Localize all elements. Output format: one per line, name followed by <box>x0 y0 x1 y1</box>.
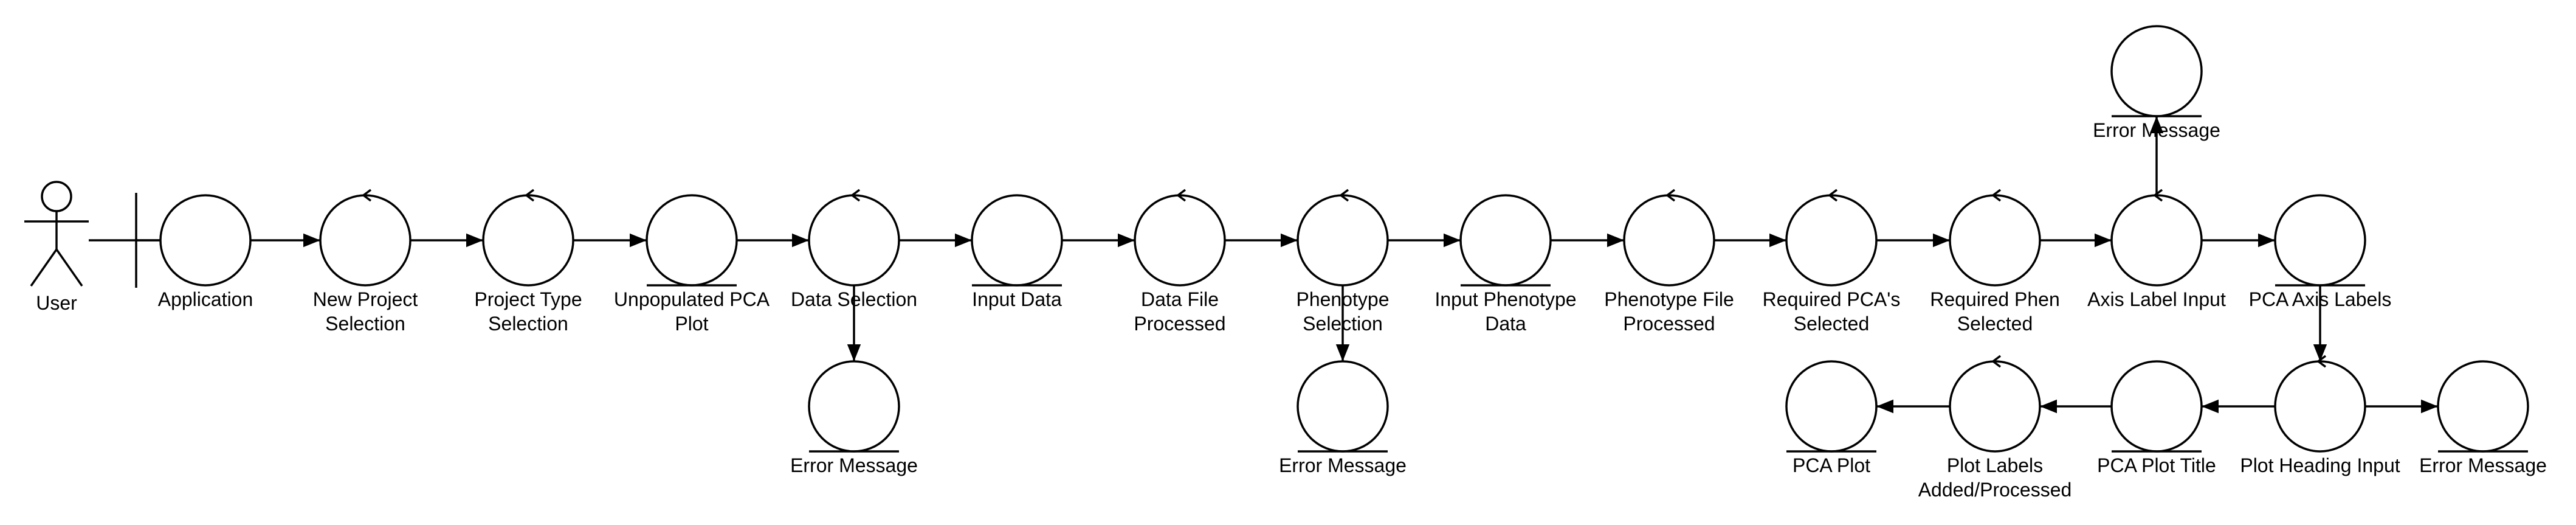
node-unpopulated-pca-plot: Unpopulated PCA Plot <box>614 194 770 335</box>
node-label: PCA Plot Title <box>2097 454 2216 476</box>
control-arrow-icon <box>1991 189 2002 202</box>
control-arrow-icon <box>1991 355 2002 368</box>
node-label: Data Selection <box>791 288 917 310</box>
node-label: Processed <box>1623 313 1715 335</box>
control-circle <box>1297 194 1389 287</box>
control-circle <box>319 194 412 287</box>
node-label: Required PCA's <box>1763 288 1901 310</box>
node-label: Plot <box>675 313 708 335</box>
node-label: Error Message <box>2093 119 2220 141</box>
node-error-message-1: Error Message <box>790 360 918 476</box>
node-label: Selection <box>1303 313 1383 335</box>
node-label: Axis Label Input <box>2087 288 2226 310</box>
node-label: Error Message <box>790 454 918 476</box>
entity-circle <box>1297 360 1389 453</box>
node-label: Plot Heading Input <box>2240 454 2400 476</box>
node-label: Selection <box>325 313 405 335</box>
entity-circle <box>646 194 738 287</box>
entity-circle <box>1785 360 1878 453</box>
node-label: PCA Axis Labels <box>2249 288 2392 310</box>
node-label: New Project <box>313 288 418 310</box>
control-arrow-icon <box>1828 189 1838 202</box>
node-label: Selection <box>488 313 568 335</box>
node-label: Error Message <box>1279 454 1407 476</box>
control-arrow-icon <box>2316 355 2327 368</box>
control-circle <box>1949 194 2041 287</box>
node-error-message-2: Error Message <box>1279 360 1407 476</box>
node-label: Unpopulated PCA <box>614 288 770 310</box>
control-circle <box>482 194 574 287</box>
entity-circle <box>971 194 1063 287</box>
control-arrow-icon <box>1665 189 1676 202</box>
actor-icon <box>24 181 89 287</box>
control-arrow-icon <box>2153 189 2163 202</box>
control-circle <box>1785 194 1878 287</box>
entity-circle <box>2274 194 2366 287</box>
node-data-selection: Data Selection <box>791 189 917 310</box>
boundary-circle <box>159 194 252 287</box>
entity-circle <box>808 360 900 453</box>
edges-layer <box>89 116 2438 414</box>
node-label: Required Phen <box>1930 288 2059 310</box>
entity-circle <box>2110 25 2203 117</box>
node-label: Phenotype File <box>1604 288 1734 310</box>
entity-circle <box>2110 360 2203 453</box>
control-circle <box>1134 194 1226 287</box>
node-pca-axis-labels: PCA Axis Labels <box>2249 194 2392 310</box>
node-label: Error Message <box>2419 454 2547 476</box>
node-label: Input Phenotype <box>1434 288 1576 310</box>
node-label: Selected <box>1794 313 1870 335</box>
node-label: Data <box>1485 313 1526 335</box>
node-label: Input Data <box>972 288 1062 310</box>
control-arrow-icon <box>525 189 535 202</box>
node-error-message-4: Error Message <box>2419 360 2547 476</box>
control-circle <box>1949 360 2041 453</box>
node-axis-label-input: Axis Label Input <box>2087 189 2226 310</box>
node-label: Project Type <box>474 288 582 310</box>
control-arrow-icon <box>1339 189 1349 202</box>
entity-circle <box>1459 194 1552 287</box>
node-label: Data File <box>1141 288 1219 310</box>
node-input-data: Input Data <box>971 194 1063 310</box>
control-arrow-icon <box>1176 189 1186 202</box>
control-circle <box>2110 194 2203 287</box>
control-circle <box>1623 194 1715 287</box>
node-label: Processed <box>1134 313 1225 335</box>
control-arrow-icon <box>362 189 372 202</box>
node-label: Phenotype <box>1296 288 1389 310</box>
node-label: Selected <box>1957 313 2033 335</box>
node-error-message-3: Error Message <box>2093 25 2220 141</box>
node-application: Application <box>135 193 253 310</box>
actor-user: User <box>24 181 89 314</box>
node-label: PCA Plot <box>1793 454 1870 476</box>
node-pca-plot-title: PCA Plot Title <box>2097 360 2216 476</box>
actor-label: User <box>36 292 77 314</box>
entity-circle <box>2437 360 2529 453</box>
control-circle <box>2274 360 2366 453</box>
control-arrow-icon <box>850 189 861 202</box>
node-pca-plot: PCA Plot <box>1785 360 1878 476</box>
node-plot-heading-input: Plot Heading Input <box>2240 355 2400 476</box>
node-label: Added/Processed <box>1918 479 2072 501</box>
control-circle <box>808 194 900 287</box>
node-label: Plot Labels <box>1947 454 2043 476</box>
node-label: Application <box>158 288 253 310</box>
